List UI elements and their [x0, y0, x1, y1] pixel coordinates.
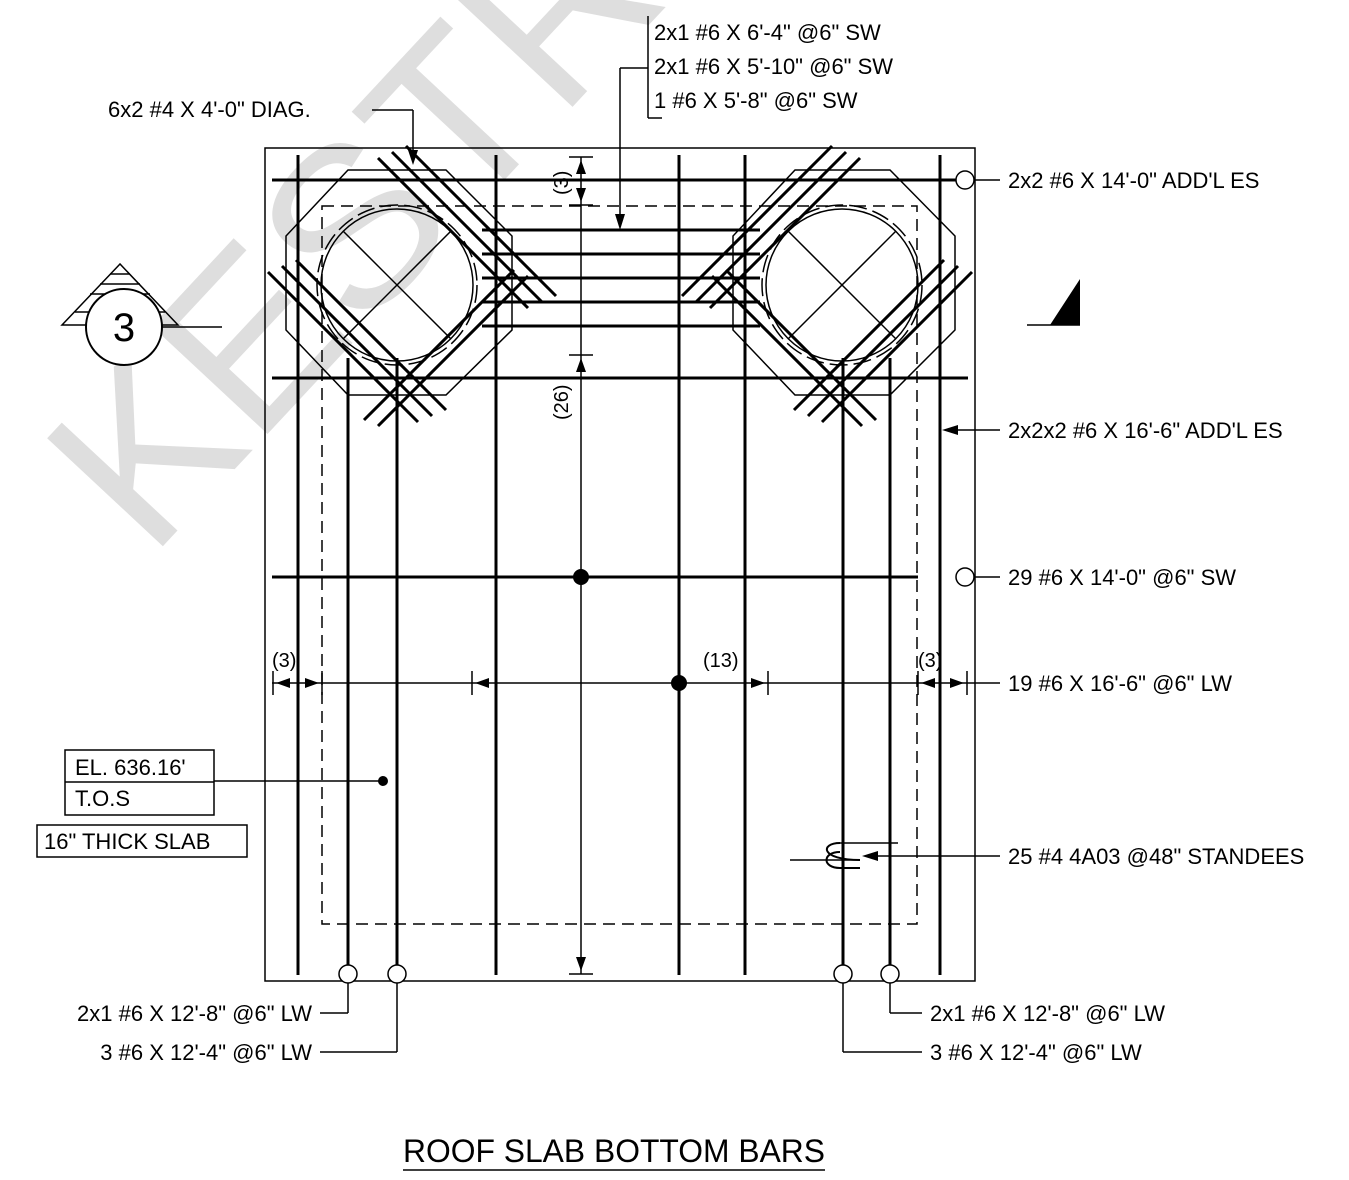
label-lw-br1: 2x1 #6 X 12'-8" @6" LW — [930, 1001, 1165, 1026]
elevation-tag — [64, 749, 388, 816]
section-arrow-right — [1027, 279, 1080, 326]
bar-end-sw-main — [955, 567, 975, 587]
opening-octagon-left — [285, 169, 513, 396]
dim-h-mid: (13) — [703, 650, 739, 672]
label-sw-2: 2x1 #6 X 5'-10" @6" SW — [654, 54, 893, 79]
callout-sw-group — [615, 16, 662, 230]
bar-end-es-top — [955, 170, 975, 190]
diagonal-bars-right — [680, 144, 974, 428]
dim-v-main: (26) — [551, 384, 573, 420]
label-es-side: 2x2x2 #6 X 16'-6" ADD'L ES — [1008, 418, 1283, 443]
label-sw-1: 2x1 #6 X 6'-4" @6" SW — [654, 20, 881, 45]
vertical-dimension — [569, 156, 593, 975]
horizontal-dimension — [272, 671, 968, 695]
slab-note: 16" THICK SLAB — [44, 829, 210, 854]
label-standees: 25 #4 4A03 @48" STANDEES — [1008, 844, 1304, 869]
opening-right — [761, 204, 923, 366]
dashed-boundary — [321, 205, 918, 925]
vertical-bars — [296, 155, 942, 975]
section-marker — [60, 262, 222, 366]
label-sw-3: 1 #6 X 5'-8" @6" SW — [654, 88, 858, 113]
drawing-title: ROOF SLAB BOTTOM BARS — [403, 1133, 825, 1169]
dim-v-top: (3) — [551, 171, 573, 195]
label-lw-main: 19 #6 X 16'-6" @6" LW — [1008, 671, 1232, 696]
horizontal-bars — [272, 178, 968, 579]
section-marker-label: 3 — [113, 306, 135, 350]
diagonal-bars-left — [266, 144, 558, 428]
label-lw-bl2: 3 #6 X 12'-4" @6" LW — [100, 1040, 312, 1065]
dim-h-left: (3) — [272, 650, 296, 672]
label-es-top: 2x2 #6 X 14'-0" ADD'L ES — [1008, 168, 1259, 193]
standee-symbol — [790, 842, 1000, 869]
dim-h-right: (3) — [918, 650, 942, 672]
label-diag: 6x2 #4 X 4'-0" DIAG. — [108, 97, 311, 122]
label-lw-bl1: 2x1 #6 X 12'-8" @6" LW — [77, 1001, 312, 1026]
slab-note-box — [36, 824, 248, 858]
elevation-ref: T.O.S — [75, 786, 130, 811]
label-lw-br2: 3 #6 X 12'-4" @6" LW — [930, 1040, 1142, 1065]
label-sw-main: 29 #6 X 14'-0" @6" SW — [1008, 565, 1236, 590]
elevation-value: EL. 636.16' — [75, 755, 186, 780]
